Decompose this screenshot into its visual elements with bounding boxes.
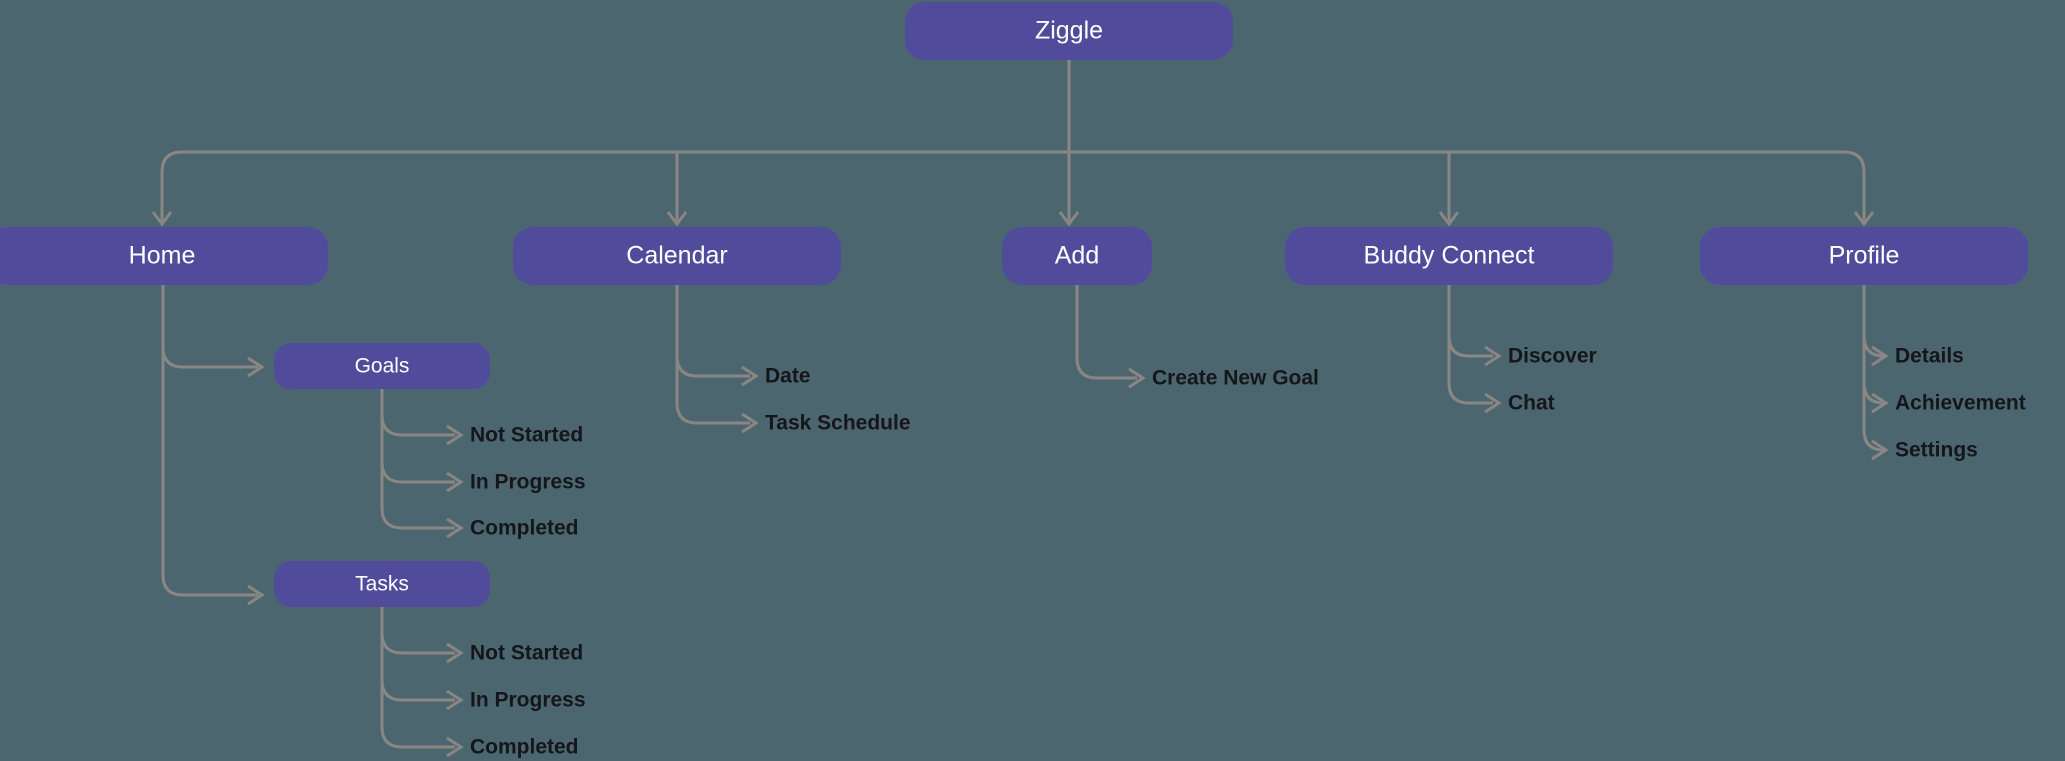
arrowhead-goals [247,356,265,378]
node-layer: Ziggle Home Calendar Add Buddy Connect P [0,2,2028,607]
connector-bus [160,150,1866,173]
leaf-profile-details[interactable]: Details [1895,345,1964,368]
arrowhead-goals-completed [446,517,464,539]
node-tasks-label: Tasks [355,573,409,596]
arrowhead-goals-in-progress [446,471,464,493]
connector-goals-not-started [380,414,455,437]
arrowhead-calendar [666,211,688,227]
node-calendar-pill[interactable] [513,227,841,285]
connector-buddy-discover [1447,335,1493,358]
node-profile-pill[interactable] [1700,227,2028,285]
node-goals-pill[interactable] [274,343,490,389]
arrowhead-buddy-discover [1484,345,1502,367]
leaf-calendar-task-schedule[interactable]: Task Schedule [765,412,911,435]
node-tasks[interactable]: Tasks [274,561,490,607]
leaf-profile-settings[interactable]: Settings [1895,439,1978,462]
arrowhead-tasks-completed [446,736,464,758]
node-add[interactable]: Add [1002,227,1152,285]
connector-home-spine [161,285,258,597]
node-ziggle-label: Ziggle [1035,17,1103,45]
leaf-add-create-new-goal[interactable]: Create New Goal [1152,367,1319,390]
leaf-calendar-date[interactable]: Date [765,365,811,388]
leaf-goals-not-started[interactable]: Not Started [470,424,583,447]
arrowhead-buddy [1438,211,1460,227]
node-calendar-label: Calendar [626,242,727,270]
node-goals-label: Goals [355,355,410,378]
node-home-pill[interactable] [0,227,328,285]
connector-layer [151,60,1889,758]
arrowhead-tasks-not-started [446,642,464,664]
arrowhead-home [151,211,173,227]
leaf-layer: Not Started In Progress Completed Not St… [470,345,2026,759]
leaf-tasks-completed[interactable]: Completed [470,736,579,759]
node-home[interactable]: Home [0,227,328,285]
node-calendar[interactable]: Calendar [513,227,841,285]
connector-tasks-spine [380,607,455,749]
arrowhead-calendar-date [741,365,759,387]
connector-home-to-goals [161,346,258,369]
arrowhead-profile-achievement [1871,392,1889,414]
arrowhead-add [1058,211,1080,227]
connector-add-spine [1075,285,1137,380]
leaf-goals-completed[interactable]: Completed [470,517,579,540]
node-tasks-pill[interactable] [274,561,490,607]
arrowhead-profile-details [1871,345,1889,367]
leaf-profile-achievement[interactable]: Achievement [1895,392,2026,415]
node-buddy-connect[interactable]: Buddy Connect [1285,227,1613,285]
node-buddy-connect-label: Buddy Connect [1364,242,1535,270]
node-profile[interactable]: Profile [1700,227,2028,285]
arrowhead-goals-not-started [446,424,464,446]
connector-buddy-spine [1447,285,1493,405]
node-home-label: Home [129,242,196,270]
arrowhead-buddy-chat [1484,392,1502,414]
leaf-buddy-chat[interactable]: Chat [1508,392,1555,415]
arrowhead-tasks-in-progress [446,689,464,711]
leaf-buddy-discover[interactable]: Discover [1508,345,1597,368]
connector-calendar-date [675,355,750,378]
node-add-pill[interactable] [1002,227,1152,285]
node-profile-label: Profile [1829,242,1900,270]
node-goals[interactable]: Goals [274,343,490,389]
connector-calendar-spine [675,285,750,425]
connector-tasks-in-progress [380,679,455,702]
node-ziggle-pill[interactable] [905,2,1233,60]
connector-profile-spine [1862,285,1886,452]
leaf-goals-in-progress[interactable]: In Progress [470,471,586,494]
connector-tasks-not-started [380,632,455,655]
node-buddy-connect-pill[interactable] [1285,227,1613,285]
leaf-tasks-in-progress[interactable]: In Progress [470,689,586,712]
arrowhead-add-create-goal [1128,367,1146,389]
arrowhead-tasks [247,584,265,606]
node-ziggle[interactable]: Ziggle [905,2,1233,60]
arrowhead-profile [1853,211,1875,227]
leaf-tasks-not-started[interactable]: Not Started [470,642,583,665]
node-add-label: Add [1055,242,1099,270]
arrowhead-calendar-schedule [741,412,759,434]
connector-goals-spine [380,389,455,530]
connector-goals-in-progress [380,461,455,484]
arrowhead-profile-settings [1871,439,1889,461]
